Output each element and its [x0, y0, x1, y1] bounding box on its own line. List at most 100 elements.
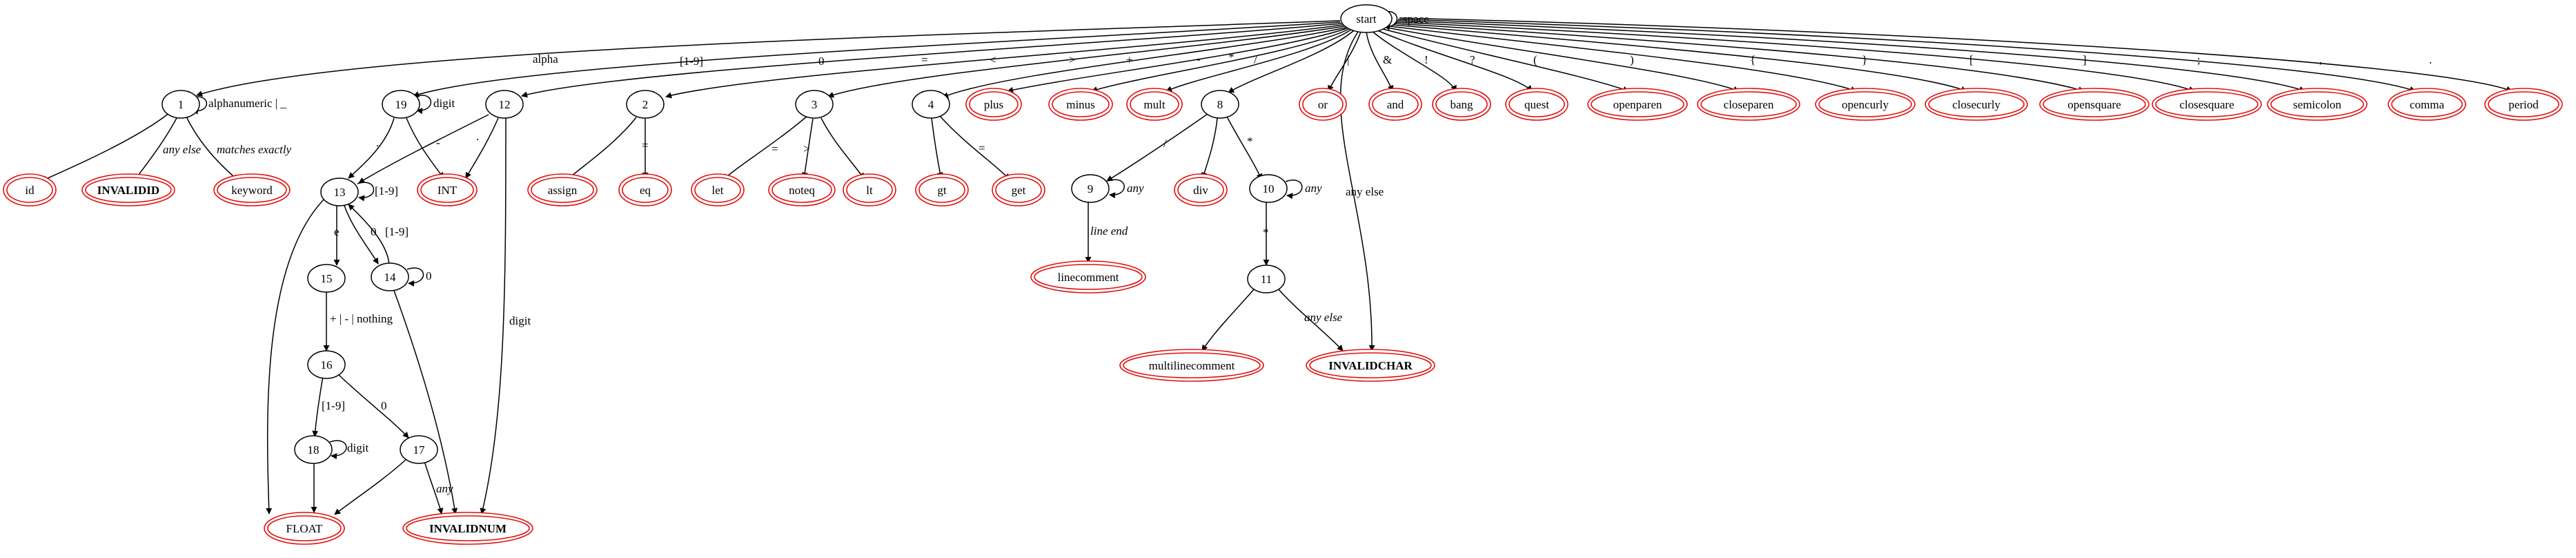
- edge-label-8-9: /: [1163, 137, 1167, 150]
- edge-label-13-14: 0: [371, 225, 377, 238]
- edge-label-start-space: space: [1403, 12, 1429, 26]
- svg-text:div: div: [1193, 184, 1208, 197]
- svg-text:closecurly: closecurly: [1952, 98, 2000, 111]
- edge-label-start-3: <: [990, 53, 996, 66]
- edge-4-gt: [931, 117, 943, 179]
- svg-text:mult: mult: [1143, 98, 1165, 111]
- svg-text:INVALIDCHAR: INVALIDCHAR: [1328, 359, 1413, 372]
- edge-label-start-12: 0: [818, 55, 825, 68]
- edge-label-start-plus: +: [1126, 53, 1133, 66]
- svg-text:minus: minus: [1066, 98, 1095, 111]
- edge-label-start-19: [1-9]: [680, 55, 703, 68]
- accepting-states: id INVALIDID keyword INT assign eq let n…: [3, 88, 2563, 545]
- edge-11-multilinecomment: [1201, 288, 1255, 352]
- edges: [41, 10, 2513, 515]
- svg-text:eq: eq: [640, 184, 651, 197]
- edge-start-period: [1399, 17, 2513, 93]
- edge-start-closesquare: [1395, 21, 2195, 93]
- edge-label-start-opensquare: [: [1969, 53, 1974, 66]
- svg-text:INT: INT: [437, 184, 458, 197]
- edge-start-minus: [1091, 28, 1350, 93]
- accept-closeparen: closeparen: [1697, 88, 1800, 121]
- edge-1-keyword: [186, 116, 239, 181]
- states: start 1 19 12 2 3 4 8 9 10 11 13 14 15 1…: [161, 4, 1393, 464]
- edge-label-start-closecurly: }: [1862, 53, 1867, 66]
- edge-start-2: [665, 24, 1344, 99]
- edge-label-1-self: alphanumeric | _: [208, 97, 286, 110]
- state-2: 2: [626, 90, 665, 119]
- edge-label-start-4: >: [1069, 53, 1076, 66]
- state-start-label: start: [1356, 12, 1377, 26]
- accept-noteq: noteq: [768, 173, 836, 206]
- edge-4-get: [939, 115, 1010, 180]
- svg-text:closeparen: closeparen: [1724, 98, 1774, 111]
- svg-text:12: 12: [499, 98, 511, 111]
- edge-label-start-comma: ,: [2319, 53, 2322, 66]
- edge-start-opensquare: [1393, 23, 2085, 93]
- accept-minus: minus: [1048, 88, 1113, 121]
- accept-bang: bang: [1432, 88, 1491, 121]
- edge-labels: space alpha [1-9] 0 = < > + - * / any el…: [163, 12, 2432, 495]
- edge-label-19-int: -: [436, 136, 440, 149]
- svg-text:bang: bang: [1450, 98, 1473, 111]
- accept-closesquare: closesquare: [2152, 88, 2262, 121]
- edge-start-bang: [1371, 30, 1457, 92]
- edge-12-int: [465, 117, 499, 179]
- edge-8-div: [1201, 117, 1218, 179]
- svg-text:noteq: noteq: [789, 184, 815, 197]
- edge-start-3: [827, 26, 1345, 98]
- accept-multilinecomment: multilinecomment: [1119, 349, 1264, 382]
- svg-text:assign: assign: [548, 184, 578, 197]
- edge-8-9: [1106, 113, 1208, 182]
- svg-text:multilinecomment: multilinecomment: [1149, 359, 1235, 372]
- svg-text:8: 8: [1217, 98, 1223, 111]
- edge-start-openparen: [1382, 28, 1629, 93]
- accept-div: div: [1174, 173, 1228, 206]
- edge-start-19: [413, 21, 1341, 97]
- state-13: 13: [320, 177, 359, 206]
- edge-16-17: [337, 374, 409, 439]
- edge-start-quest: [1377, 30, 1533, 92]
- edge-start-8: [1228, 30, 1355, 93]
- state-14: 14: [371, 262, 409, 291]
- accept-quest: quest: [1505, 88, 1569, 121]
- svg-text:INVALIDNUM: INVALIDNUM: [429, 522, 507, 535]
- svg-text:1: 1: [178, 98, 184, 111]
- edge-3-lt: [820, 117, 865, 180]
- edge-label-12-13: .: [476, 130, 479, 143]
- edge-label-13-15: e: [334, 225, 340, 238]
- edge-start-1: [196, 20, 1341, 97]
- edge-label-13-self: [1-9]: [375, 184, 398, 198]
- svg-text:13: 13: [334, 186, 346, 199]
- edge-label-3-let: =: [771, 142, 778, 155]
- edge-label-start-quest: ?: [1470, 53, 1475, 66]
- edge-label-1-invalidid: any else: [163, 143, 201, 156]
- edge-start-or: [1328, 31, 1361, 92]
- accept-float: FLOAT: [264, 512, 345, 545]
- accept-gt: gt: [915, 173, 969, 206]
- accept-closecurly: closecurly: [1925, 88, 2028, 121]
- svg-text:14: 14: [384, 271, 397, 284]
- edge-9-self: [1108, 179, 1125, 199]
- accept-int: INT: [417, 173, 478, 206]
- svg-text:gt: gt: [937, 184, 947, 197]
- svg-text:or: or: [1318, 98, 1328, 111]
- edge-label-16-17: 0: [381, 399, 387, 412]
- accept-semicolon: semicolon: [2267, 88, 2368, 121]
- edge-start-plus: [1007, 28, 1348, 93]
- accept-comma: comma: [2388, 88, 2466, 121]
- state-18: 18: [294, 435, 333, 464]
- edge-label-19-self: digit: [433, 97, 455, 110]
- edge-3-let: [722, 115, 808, 180]
- edge-label-17-invalidnum: any: [436, 482, 453, 495]
- edge-19-13: [348, 117, 395, 179]
- accept-eq: eq: [618, 173, 672, 206]
- state-10: 10: [1249, 174, 1288, 203]
- edge-14-self: [406, 267, 424, 287]
- accept-assign: assign: [527, 173, 598, 206]
- edge-start-closecurly: [1392, 24, 1967, 93]
- edge-label-14-13: [1-9]: [385, 225, 409, 238]
- edge-start-semicolon: [1396, 20, 2305, 93]
- edge-17-invalidnum: [424, 461, 444, 514]
